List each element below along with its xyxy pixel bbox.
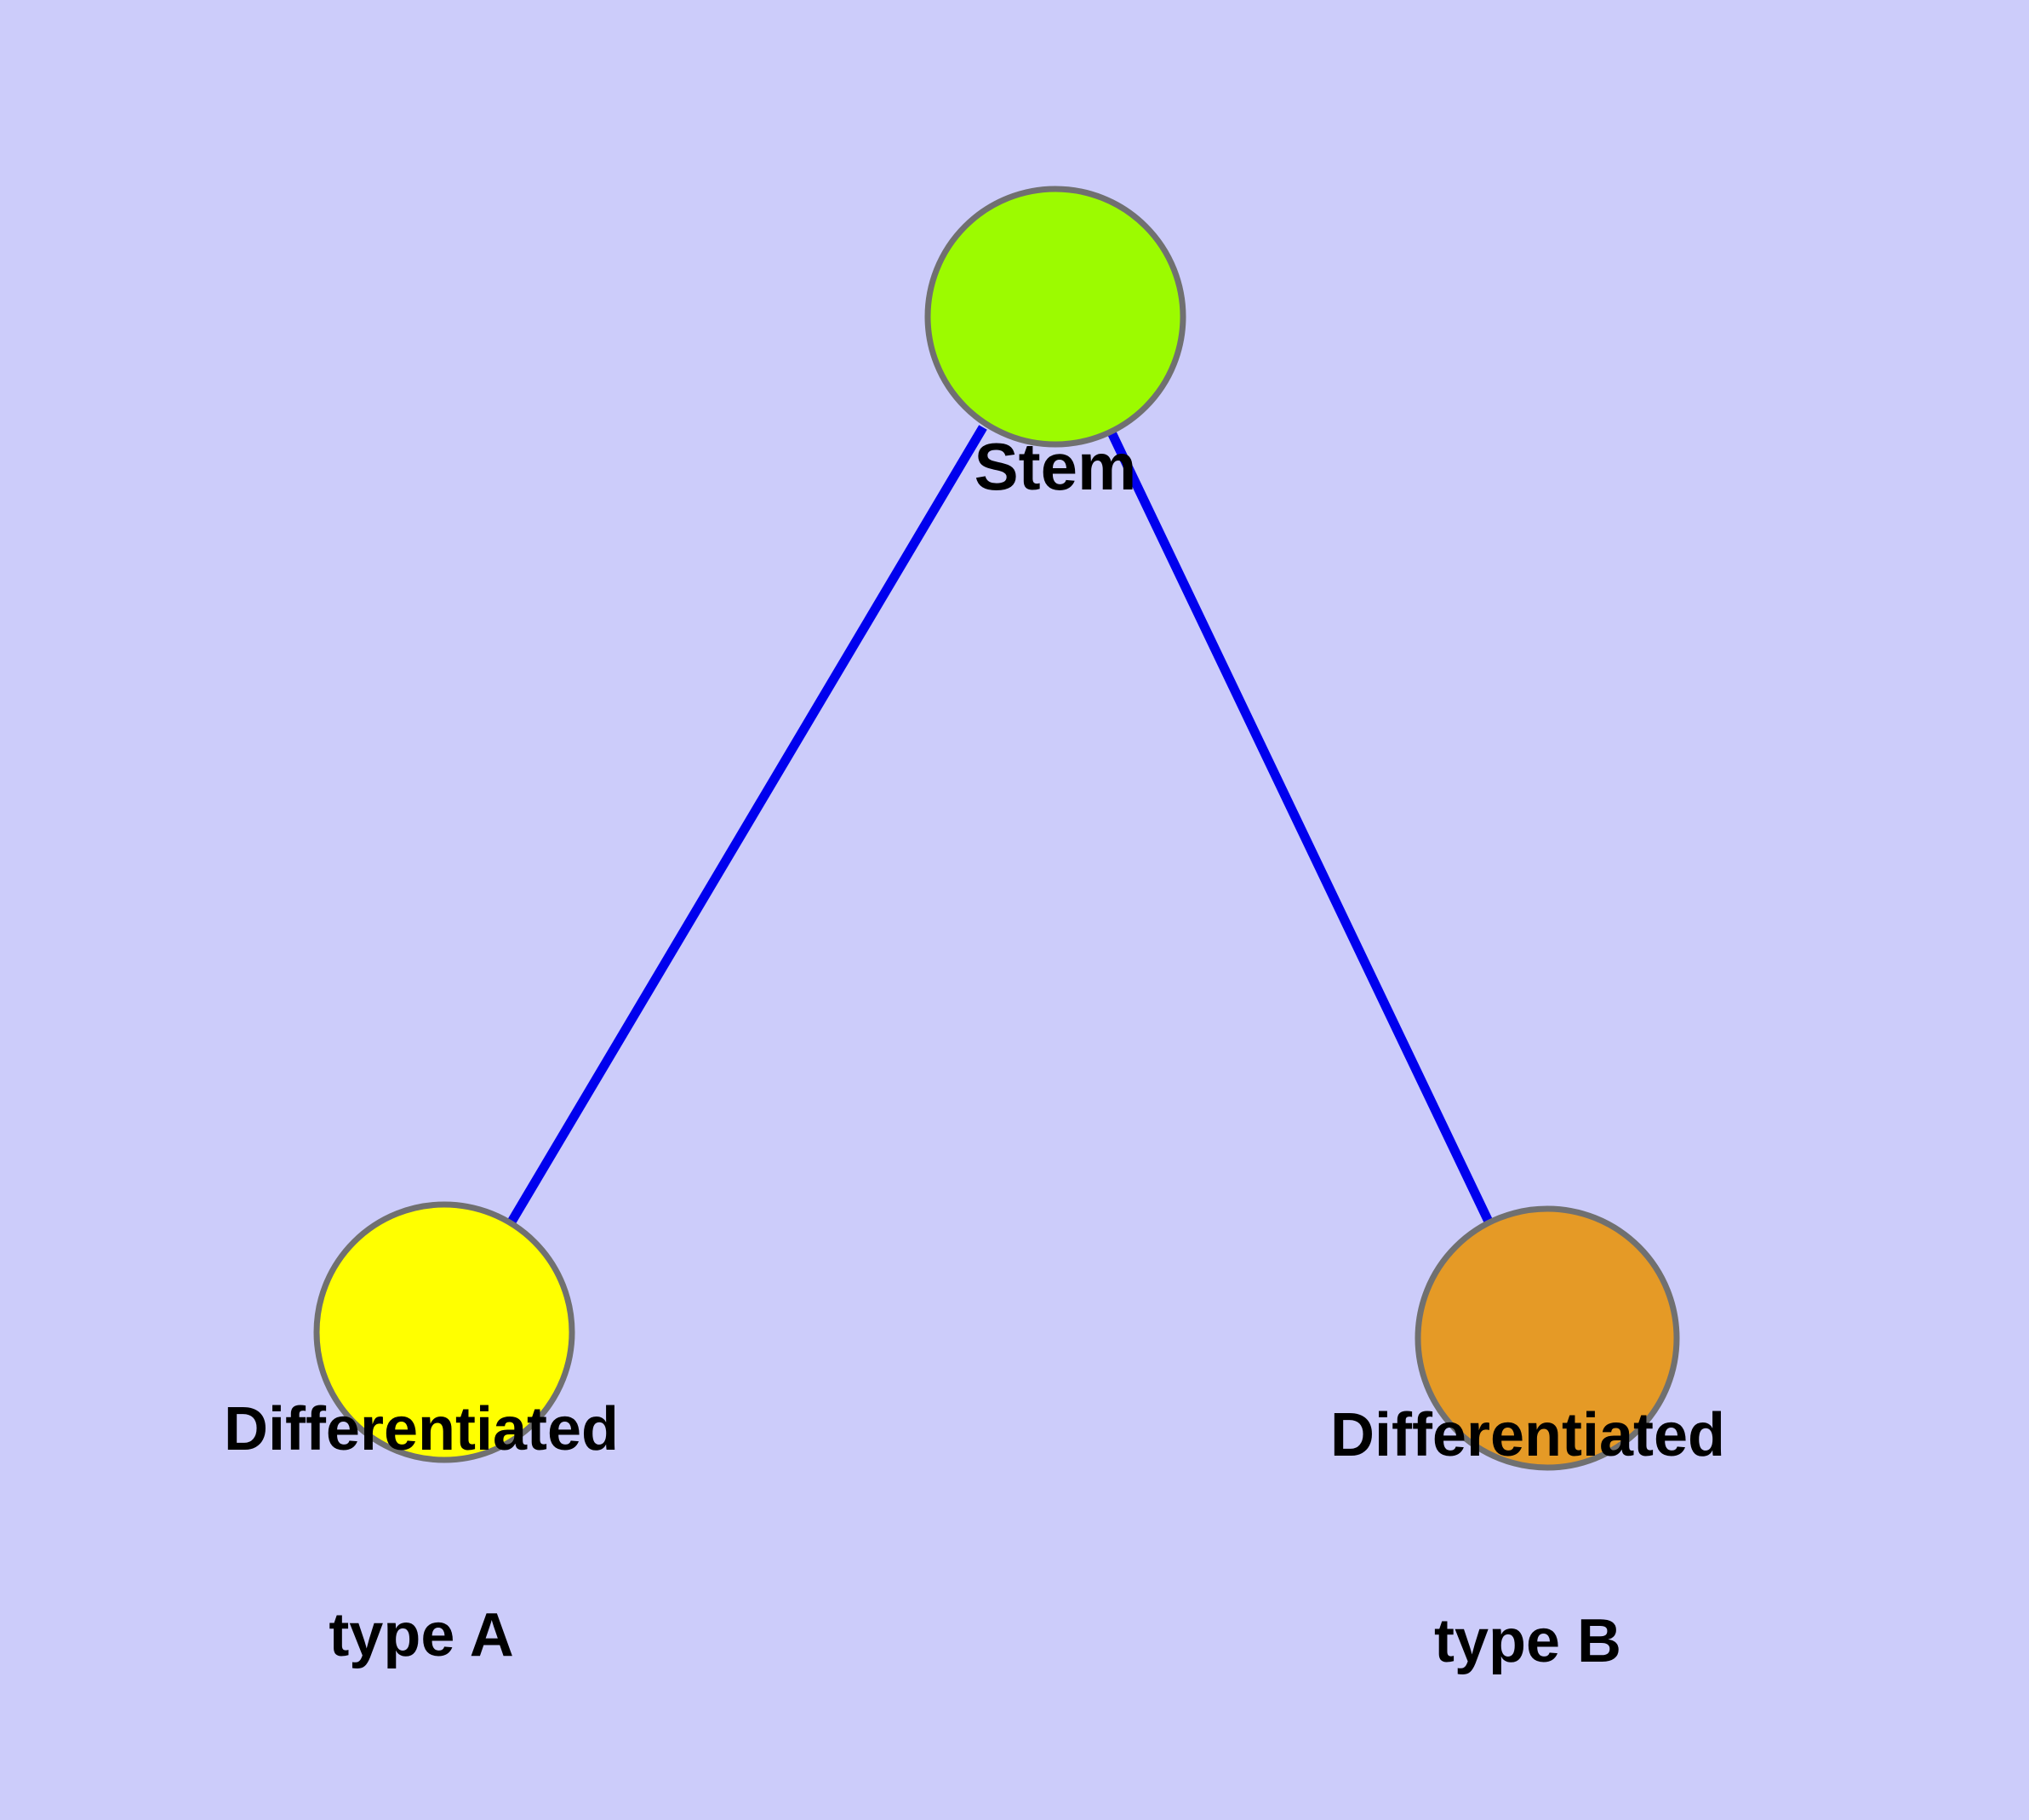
node-stem[interactable] <box>924 186 1186 448</box>
edge-stem-to-differentiated-b[interactable] <box>1107 430 1494 1226</box>
edge-stem-to-differentiated-a[interactable] <box>506 425 987 1226</box>
node-layer <box>313 186 1680 1471</box>
node-differentiated-type-a[interactable] <box>313 1201 575 1463</box>
node-differentiated-type-b[interactable] <box>1415 1205 1680 1471</box>
edge-layer <box>506 425 1494 1226</box>
